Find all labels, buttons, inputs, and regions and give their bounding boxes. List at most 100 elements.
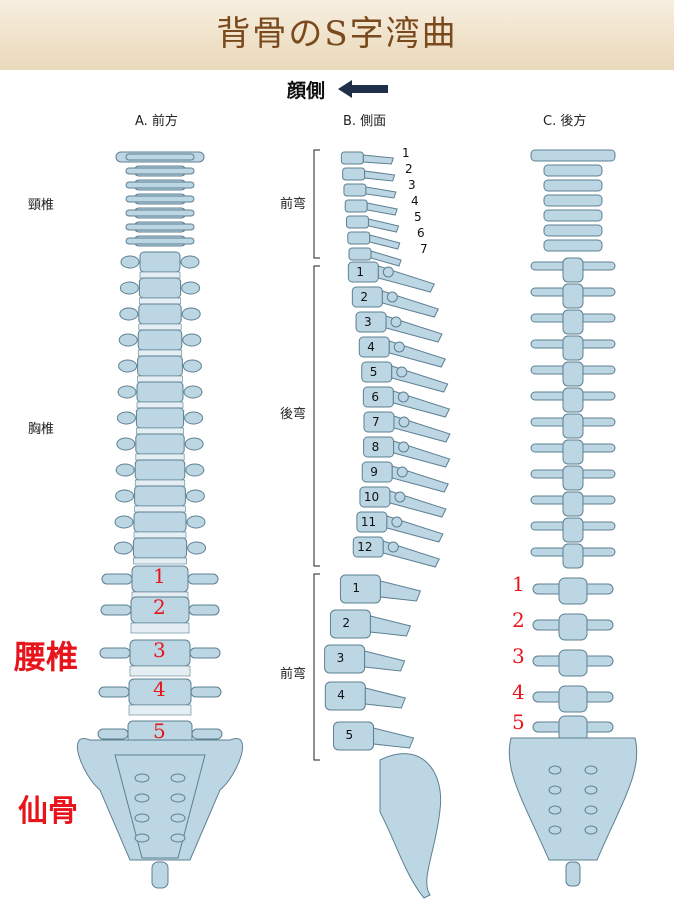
side-thoracic-facet	[396, 366, 408, 378]
curve-label-cervical: 前弯	[280, 197, 307, 212]
front-sacral-foramen	[134, 813, 150, 823]
page-title: 背骨のS字湾曲	[216, 14, 458, 54]
front-lumbar-process	[188, 604, 220, 616]
front-cervical-process	[125, 195, 195, 203]
side-thoracic-number: 4	[367, 340, 375, 354]
side-cervical-number: 1	[402, 146, 410, 160]
back-thoracic-spinous	[562, 465, 584, 491]
front-lumbar-process	[189, 647, 221, 659]
front-lumbar-process	[101, 573, 133, 585]
front-thoracic-rib-head	[117, 385, 137, 399]
front-thoracic-vertebra	[139, 251, 181, 273]
front-lumbar-number: 4	[153, 677, 166, 701]
face-arrow-icon	[338, 80, 388, 98]
front-lumbar-disc	[128, 704, 192, 716]
back-cervical-vertebra	[543, 164, 603, 177]
front-thoracic-rib-head	[119, 281, 139, 295]
region-label-lumbar: 腰椎	[14, 638, 79, 676]
front-thoracic-rib-head	[185, 463, 205, 477]
side-lumbar-process	[373, 727, 415, 749]
front-thoracic-rib-head	[118, 359, 138, 373]
back-thoracic-spinous	[562, 361, 584, 387]
front-thoracic-rib-head	[120, 255, 140, 269]
back-sacral-foramen	[584, 805, 598, 815]
back-lumbar-number: 5	[512, 710, 525, 734]
side-cervical-process	[367, 218, 400, 233]
side-cervical-process	[370, 250, 402, 267]
side-lumbar-body	[339, 574, 381, 604]
front-lumbar-process	[100, 604, 132, 616]
front-thoracic-vertebra	[136, 381, 184, 403]
side-lumbar-number: 2	[342, 616, 351, 630]
front-thoracic-vertebra	[137, 355, 183, 377]
front-thoracic-disc	[135, 453, 185, 461]
front-thoracic-disc	[138, 323, 182, 331]
side-cervical-body	[342, 167, 366, 181]
front-thoracic-rib-head	[119, 307, 139, 321]
side-lumbar-number: 5	[345, 728, 354, 742]
front-lumbar-disc	[129, 665, 191, 677]
region-label-cervical: 頸椎	[28, 198, 55, 213]
side-thoracic-number: 8	[371, 440, 380, 454]
back-cervical-vertebra	[543, 209, 603, 222]
front-thoracic-disc	[136, 427, 184, 435]
front-thoracic-disc	[133, 531, 187, 539]
front-sacral-foramen	[134, 773, 150, 783]
side-thoracic-facet	[397, 391, 409, 403]
side-cervical-number: 7	[420, 242, 428, 256]
front-coccyx	[151, 861, 169, 889]
side-thoracic-number: 7	[371, 415, 380, 429]
front-thoracic-disc	[139, 297, 181, 305]
side-lumbar-process	[379, 580, 422, 602]
side-thoracic-facet	[393, 341, 405, 353]
face-side-text: 顔側	[287, 80, 326, 102]
side-thoracic-facet	[398, 416, 410, 428]
front-thoracic-rib-head	[184, 411, 204, 425]
side-cervical-process	[364, 170, 396, 182]
front-thoracic-vertebra	[137, 329, 183, 351]
side-cervical-number: 4	[411, 194, 419, 208]
back-thoracic-spinous	[562, 491, 584, 517]
back-lumbar-spinous	[558, 649, 588, 677]
front-lumbar-process	[187, 573, 219, 585]
front-lumbar-number: 1	[153, 564, 166, 588]
front-thoracic-rib-head	[115, 463, 135, 477]
front-thoracic-rib-head	[180, 255, 200, 269]
side-lumbar-number: 3	[336, 651, 345, 665]
front-thoracic-vertebra	[132, 537, 188, 559]
front-lumbar-process	[98, 686, 130, 698]
front-cervical-process	[125, 223, 195, 231]
back-sacral-foramen	[548, 785, 562, 795]
back-cervical-vertebra	[543, 179, 603, 192]
front-sacral-foramen	[170, 813, 186, 823]
back-thoracic-spinous	[562, 517, 584, 543]
side-lumbar-process	[364, 687, 406, 709]
side-cervical-number: 5	[414, 210, 422, 224]
side-sacrum	[379, 753, 442, 899]
front-thoracic-disc	[139, 271, 181, 279]
back-thoracic-spinous	[562, 283, 584, 309]
side-lumbar-number: 1	[352, 581, 361, 595]
side-thoracic-number: 3	[364, 315, 372, 329]
side-lumbar-body	[324, 644, 366, 674]
back-cervical-vertebra	[530, 149, 616, 162]
front-thoracic-rib-head	[184, 437, 204, 451]
side-lumbar-body	[324, 681, 366, 711]
front-sacral-foramen	[134, 793, 150, 803]
back-sacral-foramen	[584, 825, 598, 835]
front-thoracic-disc	[134, 505, 186, 513]
front-thoracic-rib-head	[116, 437, 136, 451]
front-thoracic-rib-head	[181, 307, 201, 321]
front-sacral-foramen	[170, 833, 186, 843]
side-thoracic-number: 5	[369, 365, 378, 379]
front-lumbar-number: 2	[153, 595, 166, 619]
front-sacral-foramen	[170, 773, 186, 783]
back-thoracic-spinous	[562, 439, 584, 465]
side-thoracic-number: 9	[370, 465, 378, 479]
front-thoracic-rib-head	[182, 359, 202, 373]
front-thoracic-vertebra	[135, 407, 185, 429]
front-thoracic-rib-head	[181, 281, 201, 295]
side-thoracic-facet	[391, 516, 403, 528]
front-thoracic-rib-head	[185, 489, 205, 503]
